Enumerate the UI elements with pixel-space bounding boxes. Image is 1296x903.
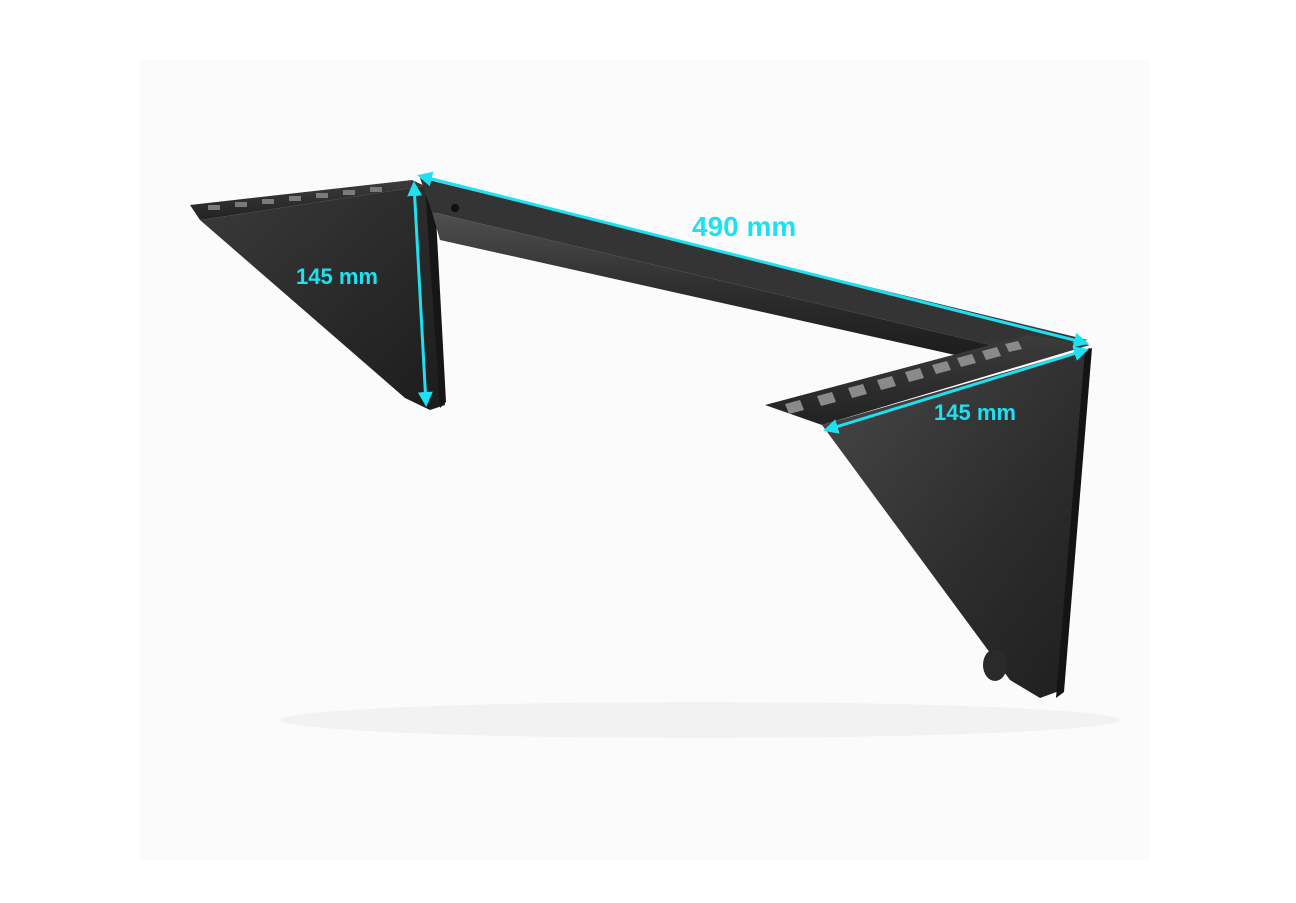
floor-shadow xyxy=(280,702,1120,738)
left-flange-holes xyxy=(208,187,382,210)
width-dimension-line xyxy=(417,171,1089,348)
dimension-annotations: 490 mm 145 mm 145 mm xyxy=(296,171,1089,434)
depth-dimension-label: 145 mm xyxy=(934,400,1016,425)
left-triangle-face xyxy=(200,186,445,410)
left-top-flange xyxy=(190,180,425,220)
right-triangle-face xyxy=(822,348,1090,698)
height-dimension-line xyxy=(407,181,433,407)
bar-mount-hole xyxy=(451,204,459,212)
depth-dimension-line xyxy=(823,346,1089,434)
right-mount-foot xyxy=(983,649,1007,681)
right-rear-edge xyxy=(1056,348,1092,698)
height-dimension-label: 145 mm xyxy=(296,264,378,289)
width-dimension-label: 490 mm xyxy=(692,211,796,242)
